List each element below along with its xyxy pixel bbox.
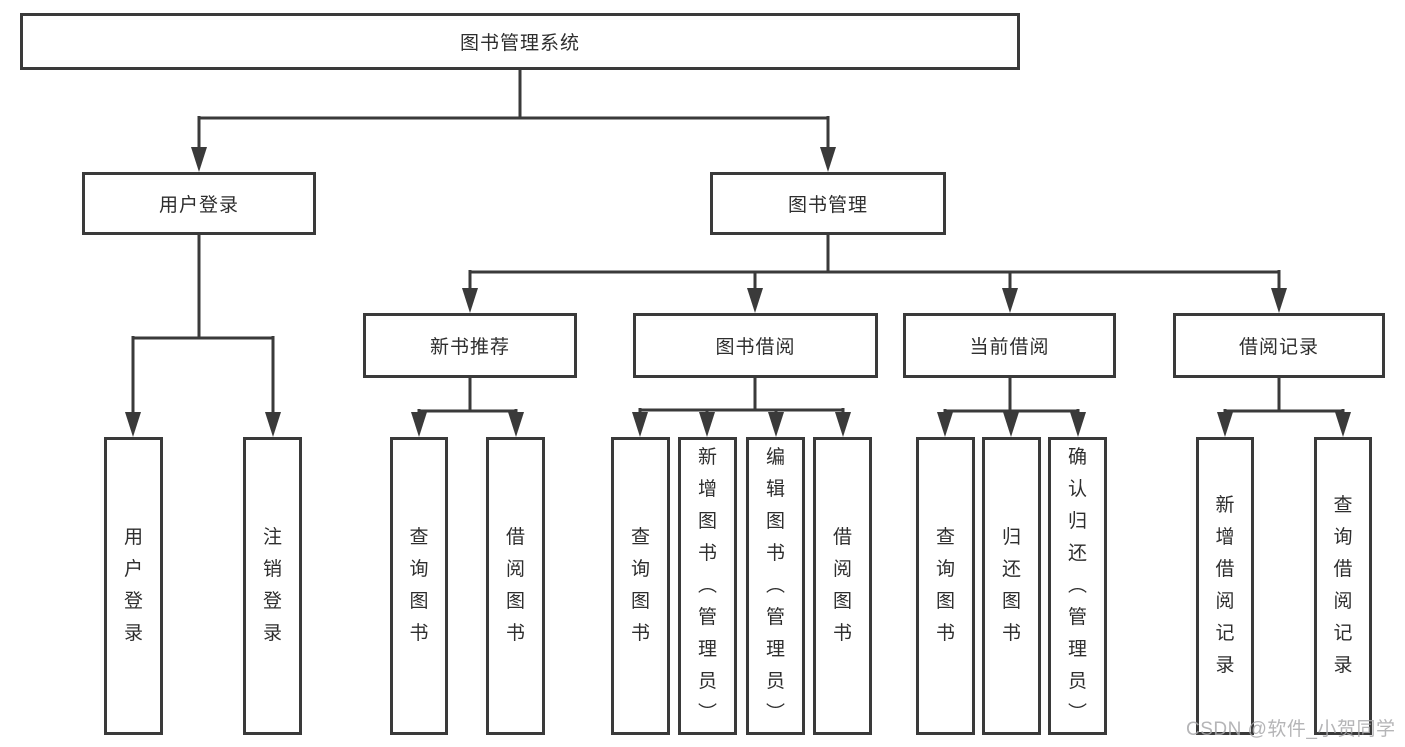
node-current-borrow: 当前借阅 [903,313,1116,378]
node-borrow-record: 借阅记录 [1173,313,1385,378]
connector-new-book [417,378,518,414]
connector-root [197,70,830,149]
connector-book-mgmt [468,235,1281,290]
leaf-newbook-borrow-books: 借阅图书 [486,437,545,735]
leaf-current-return-books: 归还图书 [982,437,1041,735]
leaf-newbook-query-books: 查询图书 [390,437,448,735]
arrowheads-new-book [411,412,524,437]
leaf-borrow-query-books: 查询图书 [611,437,670,735]
leaf-current-confirm-return-admin: 确认归还︵管理员︶ [1048,437,1107,735]
node-user-login: 用户登录 [82,172,316,235]
csdn-watermark: CSDN @软件_小贺同学 [1186,719,1396,740]
leaf-user-login: 用户登录 [104,437,163,735]
node-root: 图书管理系统 [20,13,1020,70]
leaf-borrow-add-books-admin: 新增图书︵管理员︶ [678,437,737,735]
arrowheads-book-borrow [632,412,851,437]
connector-borrow-record [1223,378,1345,414]
arrowheads-current-borrow [937,412,1086,437]
connector-book-borrow [638,378,845,414]
node-new-book-recommend: 新书推荐 [363,313,577,378]
arrowheads-book-mgmt [462,288,1287,313]
arrowheads-user-login [125,412,281,437]
leaf-logout: 注销登录 [243,437,302,735]
leaf-borrow-edit-books-admin: 编辑图书︵管理员︶ [746,437,805,735]
arrowheads-borrow-record [1217,412,1351,437]
leaf-borrow-borrow-books: 借阅图书 [813,437,872,735]
leaf-current-query-books: 查询图书 [916,437,975,735]
leaf-record-add-borrow-record: 新增借阅记录 [1196,437,1254,735]
node-book-management: 图书管理 [710,172,946,235]
node-book-borrow: 图书借阅 [633,313,878,378]
arrowheads-root [191,147,836,172]
leaf-record-query-borrow-record: 查询借阅记录 [1314,437,1372,735]
connector-current-borrow [943,378,1080,414]
connector-user-login [131,235,275,414]
